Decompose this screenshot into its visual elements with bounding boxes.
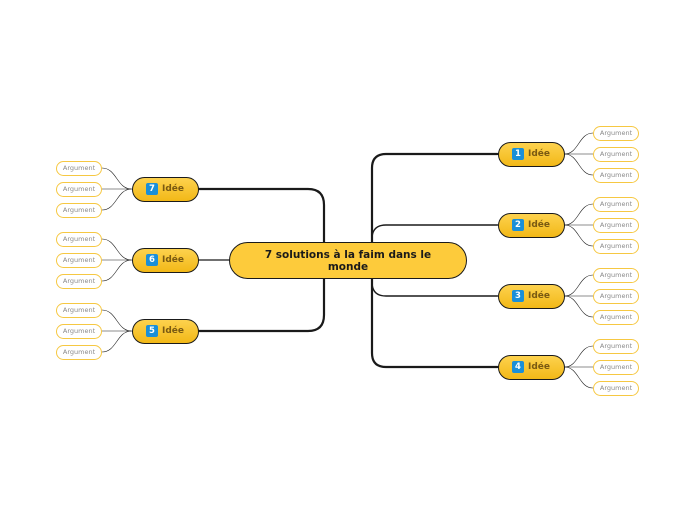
connector-idea-1	[370, 152, 499, 262]
idea-node-5[interactable]: 5 Idée	[131, 318, 199, 344]
number-badge-icon: 4	[512, 361, 524, 373]
idea-label: Idée	[162, 326, 184, 336]
connector-argument	[101, 167, 132, 190]
idea-label: Idée	[162, 255, 184, 265]
connector-argument	[564, 295, 594, 318]
number-badge-icon: 1	[512, 148, 524, 160]
idea-label: Idée	[162, 184, 184, 194]
idea-label: Idée	[528, 362, 550, 372]
idea-node-3[interactable]: 3 Idée	[497, 283, 565, 309]
argument-node[interactable]: Argument	[56, 344, 102, 360]
central-topic-label: 7 solutions à la faim dans le monde	[264, 248, 432, 273]
connector-argument	[101, 259, 132, 282]
argument-node[interactable]: Argument	[56, 302, 102, 318]
argument-node[interactable]: Argument	[593, 146, 639, 162]
argument-node[interactable]: Argument	[593, 167, 639, 183]
idea-label: Idée	[528, 291, 550, 301]
connector-idea-4	[370, 258, 499, 369]
argument-node[interactable]: Argument	[56, 160, 102, 176]
connector-argument	[101, 238, 132, 261]
number-badge-icon: 3	[512, 290, 524, 302]
connector-argument	[564, 366, 594, 389]
idea-label: Idée	[528, 149, 550, 159]
connector-argument	[564, 345, 594, 368]
argument-node[interactable]: Argument	[593, 380, 639, 396]
connector-idea-2	[371, 224, 499, 261]
argument-node[interactable]: Argument	[593, 267, 639, 283]
idea-node-6[interactable]: 6 Idée	[131, 247, 199, 273]
connector-argument	[564, 274, 594, 297]
idea-node-2[interactable]: 2 Idée	[497, 212, 565, 238]
argument-node[interactable]: Argument	[593, 238, 639, 254]
argument-node[interactable]: Argument	[56, 231, 102, 247]
argument-node[interactable]: Argument	[593, 217, 639, 233]
argument-node[interactable]: Argument	[56, 202, 102, 218]
argument-node[interactable]: Argument	[593, 125, 639, 141]
idea-node-4[interactable]: 4 Idée	[497, 354, 565, 380]
number-badge-icon: 2	[512, 219, 524, 231]
connector-argument	[101, 309, 132, 332]
connector-argument	[564, 203, 594, 226]
argument-node[interactable]: Argument	[56, 323, 102, 339]
connector-idea-7	[197, 187, 326, 262]
argument-node[interactable]: Argument	[593, 309, 639, 325]
idea-label: Idée	[528, 220, 550, 230]
argument-node[interactable]: Argument	[56, 273, 102, 289]
number-badge-icon: 5	[146, 325, 158, 337]
argument-node[interactable]: Argument	[593, 359, 639, 375]
connector-argument	[564, 153, 594, 176]
argument-node[interactable]: Argument	[593, 338, 639, 354]
connector-argument	[564, 224, 594, 247]
argument-node[interactable]: Argument	[56, 252, 102, 268]
idea-node-7[interactable]: 7 Idée	[131, 176, 199, 202]
argument-node[interactable]: Argument	[593, 196, 639, 212]
number-badge-icon: 6	[146, 254, 158, 266]
connector-argument	[564, 132, 594, 155]
number-badge-icon: 7	[146, 183, 158, 195]
central-topic[interactable]: 7 solutions à la faim dans le monde	[229, 242, 467, 279]
idea-node-1[interactable]: 1 Idée	[497, 141, 565, 167]
connector-argument	[101, 188, 132, 211]
argument-node[interactable]: Argument	[56, 181, 102, 197]
connector-argument	[101, 330, 132, 353]
connector-idea-5	[197, 258, 326, 333]
argument-node[interactable]: Argument	[593, 288, 639, 304]
